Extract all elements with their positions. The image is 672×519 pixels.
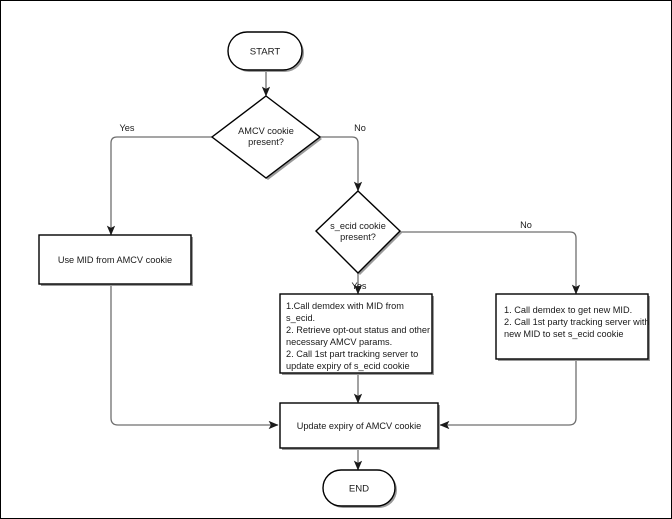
edge-label-amcv-yes: Yes: [120, 123, 135, 133]
edge-amcv-no-to-secid: [320, 136, 363, 192]
node-update-amcv[interactable]: Update expiry of AMCV cookie: [279, 402, 440, 450]
process-secid-yes-shape: [279, 293, 433, 374]
connector-layer: left then down to Use MID --> right then…: [106, 71, 581, 471]
process-secid-no-line-1: 1. Call demdex to get new MID.: [504, 305, 632, 315]
process-secid-no-shape: [495, 293, 649, 360]
process-secid-yes-line-4: necessary AMCV params.: [286, 337, 392, 347]
start-node-label: START: [250, 47, 281, 58]
node-decision-secid[interactable]: s_ecid cookie present?: [314, 190, 402, 275]
edge-label-secid-yes: Yes: [352, 281, 367, 291]
node-process-secid-yes[interactable]: 1.Call demdex with MID from s_ecid. 2. R…: [279, 293, 434, 375]
update-amcv-shape: [279, 402, 439, 449]
decision-amcv-label-line2: present?: [248, 137, 284, 147]
end-node-label: END: [349, 484, 369, 495]
use-mid-shape: [38, 234, 192, 285]
decision-secid-label-line1: s_ecid cookie: [330, 221, 386, 231]
start-node-shape: [227, 31, 303, 71]
node-decision-amcv[interactable]: AMCV cookie present?: [210, 95, 322, 180]
edge-label-layer: Yes No Yes No: [120, 123, 532, 291]
process-secid-yes-line-2: s_ecid.: [286, 313, 315, 323]
node-use-mid[interactable]: Use MID from AMCV cookie: [38, 234, 193, 286]
update-amcv-label: Update expiry of AMCV cookie: [297, 421, 422, 431]
edge-label-secid-no: No: [520, 220, 532, 230]
process-secid-yes-line-3: 2. Retrieve opt-out status and other: [286, 325, 430, 335]
process-secid-yes-line-6: update expiry of s_ecid cookie: [286, 361, 410, 371]
decision-secid-shape: [314, 190, 402, 274]
decision-secid-label-line2: present?: [340, 232, 376, 242]
edge-secid-no-to-process: [400, 231, 581, 295]
edge-amcv-yes-to-use-mid: [106, 136, 212, 236]
decision-amcv-shape: [210, 95, 322, 179]
process-secid-no-line-2: 2. Call 1st party tracking server with: [504, 317, 650, 327]
node-start[interactable]: START: [227, 31, 304, 72]
edge-use-mid-to-update: [110, 286, 279, 430]
process-secid-yes-line-1: 1.Call demdex with MID from: [286, 301, 404, 311]
process-secid-yes-line-5: 2. Call 1st part tracking server to: [286, 349, 418, 359]
decision-amcv-label-line1: AMCV cookie: [238, 126, 294, 136]
process-secid-no-line-3: new MID to set s_ecid cookie: [504, 329, 624, 339]
end-node-shape: [322, 469, 396, 507]
node-end[interactable]: END: [322, 469, 397, 508]
edge-process-no-to-update: [439, 361, 577, 430]
node-process-secid-no[interactable]: 1. Call demdex to get new MID. 2. Call 1…: [495, 293, 650, 361]
edge-label-amcv-no: No: [354, 123, 366, 133]
use-mid-label: Use MID from AMCV cookie: [58, 255, 172, 265]
